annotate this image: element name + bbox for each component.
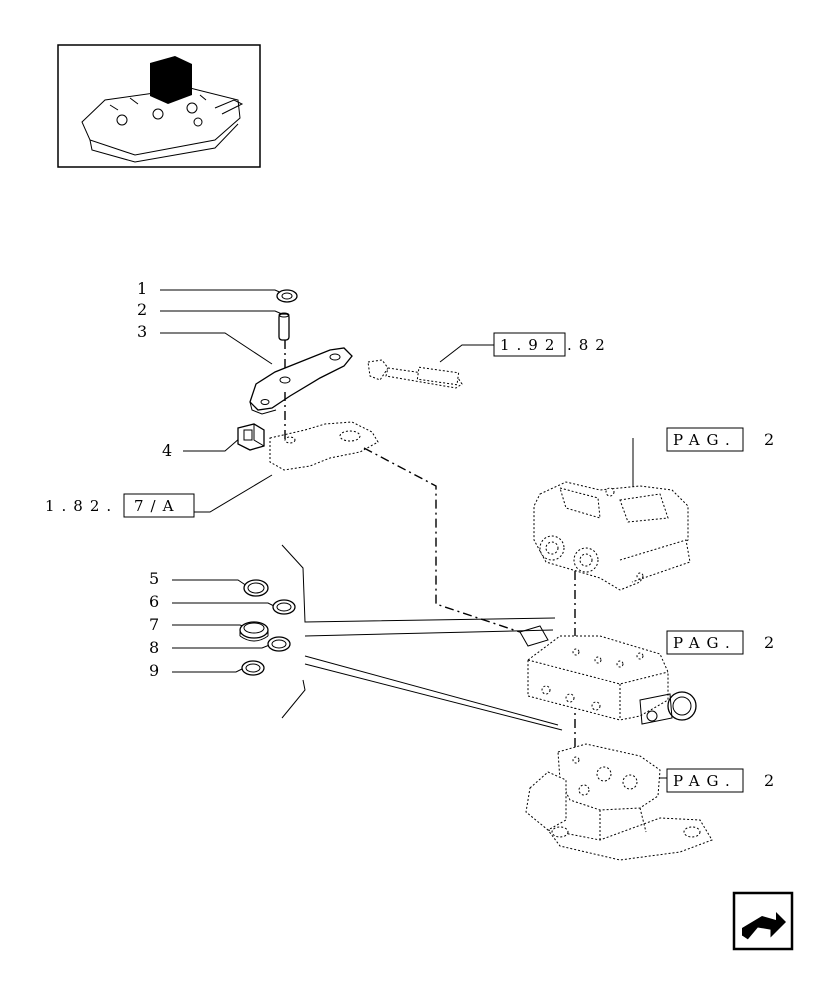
pag-number-2: 2 xyxy=(764,633,774,652)
page-reference-2[interactable]: PAG. 2 xyxy=(666,630,774,655)
seal-5 xyxy=(243,579,269,597)
bottom-mounting-bracket xyxy=(525,743,713,861)
callout-9: 9 xyxy=(149,661,159,680)
reference-1-92-82[interactable]: 1.92 .82 xyxy=(493,332,612,357)
seal-8 xyxy=(267,636,291,652)
seal-9 xyxy=(241,660,265,676)
seal-7 xyxy=(239,621,269,642)
callout-1: 1 xyxy=(137,279,147,298)
reference-1-82-7a[interactable]: 1.82. 7/A xyxy=(45,493,195,518)
circlip-part xyxy=(276,289,298,303)
callout-3: 3 xyxy=(137,322,147,341)
pushrod-part xyxy=(367,359,463,389)
pag-label-2: PAG. xyxy=(673,634,737,652)
callout-4: 4 xyxy=(162,441,172,460)
callout-2: 2 xyxy=(137,300,147,319)
reference-prefix-1-82: 1.82. xyxy=(45,497,118,515)
pag-label-3: PAG. xyxy=(673,772,737,790)
lift-housing-thumbnail-icon[interactable] xyxy=(57,44,261,168)
pag-number-3: 2 xyxy=(764,771,774,790)
link-lever-part xyxy=(249,347,353,415)
middle-valve-block xyxy=(519,625,697,725)
seal-6 xyxy=(272,599,296,615)
pin-part xyxy=(278,312,290,341)
seal-bracket-lines xyxy=(281,544,563,731)
callout-8: 8 xyxy=(149,638,159,657)
reference-boxed-1-92: 1.92 xyxy=(500,336,561,354)
pag-number-1: 2 xyxy=(764,430,774,449)
page-reference-1[interactable]: PAG. 2 xyxy=(666,427,774,452)
pag-label-1: PAG. xyxy=(673,431,737,449)
page-reference-3[interactable]: PAG. 2 xyxy=(666,768,774,793)
callout-7: 7 xyxy=(149,615,159,634)
callout-5: 5 xyxy=(149,569,159,588)
reference-suffix-82: .82 xyxy=(567,336,612,354)
bracket-part xyxy=(269,421,379,471)
clip-part xyxy=(237,423,265,451)
return-arrow-icon[interactable] xyxy=(732,891,794,951)
top-valve-body xyxy=(533,481,691,591)
reference-boxed-7a: 7/A xyxy=(134,497,180,515)
callout-6: 6 xyxy=(149,592,159,611)
